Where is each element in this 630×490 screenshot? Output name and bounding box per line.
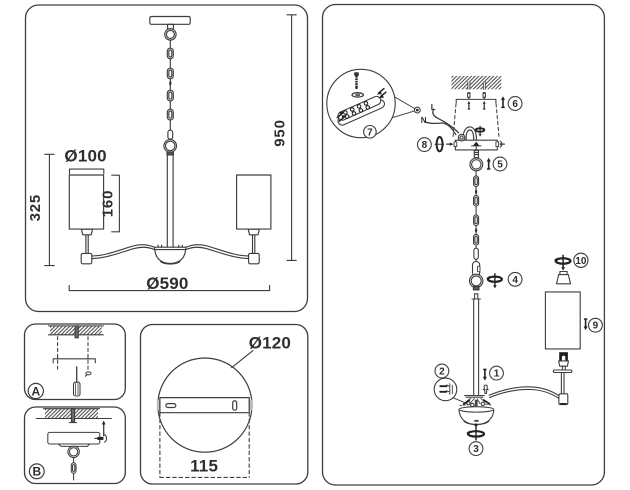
svg-text:L: L: [431, 103, 436, 112]
svg-text:3: 3: [473, 444, 479, 455]
svg-text:Ø120: Ø120: [249, 333, 291, 352]
svg-text:9: 9: [593, 321, 599, 332]
svg-text:2: 2: [439, 367, 445, 378]
svg-text:N: N: [421, 116, 427, 125]
svg-text:160: 160: [100, 190, 117, 217]
svg-text:325: 325: [27, 194, 44, 221]
svg-text:6: 6: [512, 99, 518, 110]
svg-text:115: 115: [190, 457, 218, 476]
svg-text:Ø590: Ø590: [146, 274, 188, 293]
svg-text:10: 10: [575, 256, 587, 267]
svg-text:A: A: [31, 384, 40, 398]
svg-text:8: 8: [422, 140, 428, 151]
svg-text:Ø100: Ø100: [64, 147, 106, 166]
svg-text:1: 1: [494, 369, 500, 380]
svg-text:7: 7: [367, 127, 373, 138]
svg-text:B: B: [32, 465, 41, 479]
svg-text:950: 950: [272, 119, 289, 146]
svg-text:4: 4: [512, 275, 518, 286]
svg-text:5: 5: [497, 160, 503, 171]
